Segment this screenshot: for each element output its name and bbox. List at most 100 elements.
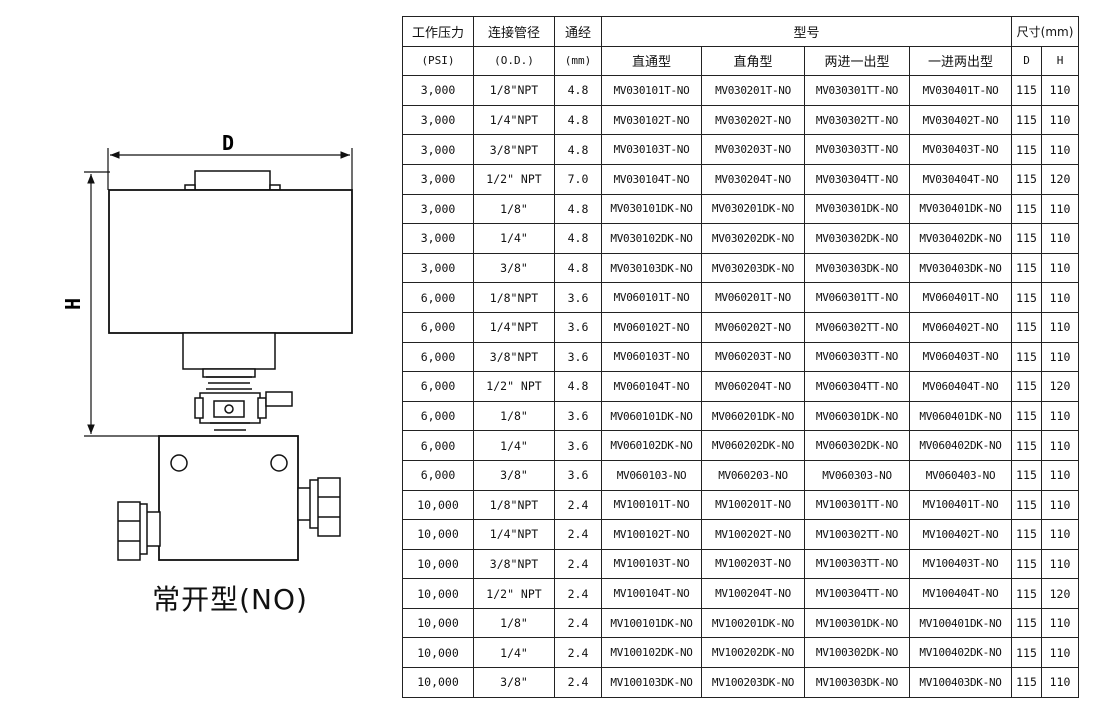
valve-neck <box>182 332 293 431</box>
cell-model-angle: MV100203T-NO <box>701 548 805 580</box>
header-two-in-one-out: 两进一出型 <box>804 45 910 77</box>
cell-bore: 4.8 <box>554 252 602 284</box>
cell-model-angle: MV030202T-NO <box>701 104 805 136</box>
cell-model-two-in-one-out: MV030302DK-NO <box>804 223 910 254</box>
cell-connection: 1/8" <box>473 400 555 432</box>
height-dimension-label: H <box>61 298 85 310</box>
cell-model-one-in-two-out: MV030403T-NO <box>908 134 1013 165</box>
cell-connection: 1/4" <box>473 430 555 461</box>
cell-bore: 2.4 <box>554 548 602 580</box>
cell-model-straight: MV030104T-NO <box>601 163 702 195</box>
right-fitting <box>297 477 341 537</box>
cell-h: 110 <box>1041 75 1080 106</box>
cell-h: 110 <box>1041 637 1080 669</box>
cell-model-straight: MV030101DK-NO <box>601 193 702 225</box>
cell-h: 110 <box>1041 282 1080 313</box>
cell-pressure: 3,000 <box>402 163 474 195</box>
cell-model-two-in-one-out: MV060302DK-NO <box>804 430 910 461</box>
cell-pressure: 3,000 <box>402 104 474 136</box>
cell-model-straight: MV100102T-NO <box>601 519 702 550</box>
cell-connection: 1/8"NPT <box>473 75 555 106</box>
cell-model-straight: MV060101T-NO <box>601 282 702 313</box>
cell-pressure: 3,000 <box>402 223 474 254</box>
cell-d: 115 <box>1011 134 1043 165</box>
cell-model-two-in-one-out: MV060303-NO <box>804 459 910 491</box>
cell-h: 110 <box>1041 548 1080 580</box>
cell-model-angle: MV030204T-NO <box>701 163 805 195</box>
cell-pressure: 6,000 <box>402 430 474 461</box>
cell-model-two-in-one-out: MV100302TT-NO <box>804 519 910 550</box>
valve-schematic: D H <box>61 131 353 561</box>
cell-connection: 3/8"NPT <box>473 548 555 580</box>
cell-model-angle: MV030201DK-NO <box>701 193 805 225</box>
cell-bore: 3.6 <box>554 400 602 432</box>
cell-bore: 4.8 <box>554 193 602 225</box>
cell-connection: 1/4"NPT <box>473 311 555 343</box>
cell-d: 115 <box>1011 637 1043 669</box>
header-bore: 通经 <box>554 16 602 47</box>
cell-pressure: 10,000 <box>402 519 474 550</box>
left-fitting <box>117 501 161 561</box>
mounting-hole-right <box>270 454 288 472</box>
cell-model-one-in-two-out: MV100401DK-NO <box>908 607 1013 639</box>
cell-connection: 1/2" NPT <box>473 163 555 195</box>
cell-connection: 3/8" <box>473 459 555 491</box>
cell-connection: 3/8"NPT <box>473 341 555 373</box>
cell-model-angle: MV060203-NO <box>701 459 805 491</box>
cell-pressure: 10,000 <box>402 578 474 609</box>
cell-model-angle: MV100201DK-NO <box>701 607 805 639</box>
cell-model-one-in-two-out: MV030403DK-NO <box>908 252 1013 284</box>
cell-model-straight: MV100103T-NO <box>601 548 702 580</box>
cell-model-straight: MV100104T-NO <box>601 578 702 609</box>
cell-h: 110 <box>1041 430 1080 461</box>
cell-model-angle: MV060202T-NO <box>701 311 805 343</box>
cell-model-one-in-two-out: MV030401DK-NO <box>908 193 1013 225</box>
cell-model-two-in-one-out: MV100302DK-NO <box>804 637 910 669</box>
cell-h: 110 <box>1041 193 1080 225</box>
cell-model-one-in-two-out: MV060401T-NO <box>908 282 1013 313</box>
cell-model-one-in-two-out: MV060403-NO <box>908 459 1013 491</box>
cell-bore: 3.6 <box>554 341 602 373</box>
cell-d: 115 <box>1011 519 1043 550</box>
cell-pressure: 10,000 <box>402 607 474 639</box>
cell-model-two-in-one-out: MV030302TT-NO <box>804 104 910 136</box>
cell-model-angle: MV100203DK-NO <box>701 667 805 698</box>
cell-model-two-in-one-out: MV030303DK-NO <box>804 252 910 284</box>
cell-model-straight: MV060103-NO <box>601 459 702 491</box>
cell-pressure: 6,000 <box>402 341 474 373</box>
cell-pressure: 6,000 <box>402 371 474 402</box>
cell-pressure: 10,000 <box>402 667 474 698</box>
cell-model-angle: MV030203DK-NO <box>701 252 805 284</box>
cell-d: 115 <box>1011 75 1043 106</box>
actuator-top-cap <box>184 170 281 191</box>
cell-model-one-in-two-out: MV100403T-NO <box>908 548 1013 580</box>
cell-model-two-in-one-out: MV060303TT-NO <box>804 341 910 373</box>
cell-h: 110 <box>1041 489 1080 521</box>
cell-model-angle: MV060203T-NO <box>701 341 805 373</box>
cell-d: 115 <box>1011 282 1043 313</box>
cell-bore: 4.8 <box>554 75 602 106</box>
cell-model-one-in-two-out: MV030402T-NO <box>908 104 1013 136</box>
cell-model-two-in-one-out: MV030301TT-NO <box>804 75 910 106</box>
cell-model-straight: MV060104T-NO <box>601 371 702 402</box>
drawing-caption: 常开型(NO) <box>152 583 308 616</box>
cell-h: 110 <box>1041 223 1080 254</box>
height-dimension <box>84 171 160 437</box>
cell-model-straight: MV100102DK-NO <box>601 637 702 669</box>
cell-connection: 1/8"NPT <box>473 489 555 521</box>
cell-model-angle: MV100201T-NO <box>701 489 805 521</box>
cell-model-straight: MV030103DK-NO <box>601 252 702 284</box>
cell-model-one-in-two-out: MV100402T-NO <box>908 519 1013 550</box>
cell-bore: 4.8 <box>554 134 602 165</box>
header-row-1: 工作压力 连接管径 通经 型号 尺寸(mm) <box>402 16 1080 47</box>
cell-model-straight: MV100103DK-NO <box>601 667 702 698</box>
cell-d: 115 <box>1011 371 1043 402</box>
cell-model-angle: MV030201T-NO <box>701 75 805 106</box>
header-h: H <box>1041 45 1080 77</box>
